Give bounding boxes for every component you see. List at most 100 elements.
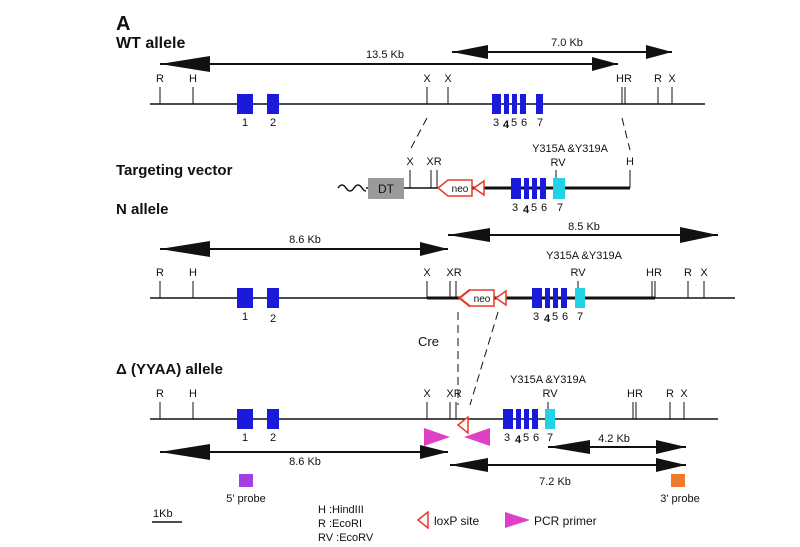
delta-pcr-primer-right [464, 428, 490, 446]
delta-exon-7 [545, 409, 555, 429]
wt-dist-13.5kb: 13.5 Kb [366, 49, 404, 61]
legend-pcr-primer-icon [505, 512, 530, 528]
delta-exon-label: 4 [515, 434, 522, 446]
delta-allele: Δ (YYAA) allele Y315A &Y319A R H X XR RV… [116, 361, 718, 505]
vector-exon-5 [532, 178, 537, 199]
wt-site-HR: HR [616, 73, 632, 85]
delta-exon-1 [237, 409, 253, 429]
n-8.6kb-arrowhead-left [160, 241, 210, 257]
n-8.5kb-arrowhead-left [448, 228, 490, 242]
delta-8.6kb-arrowhead-right [420, 445, 448, 459]
n-allele: N allele 8.6 Kb 8.5 Kb Y315A &Y319A R H … [116, 201, 735, 325]
legend-enzyme-ecori: R :EcoRI [318, 518, 362, 530]
n-neo-box [458, 289, 495, 307]
n-exon-label: 4 [544, 313, 551, 325]
vector-exon-label: 6 [541, 202, 547, 214]
legend-enzyme-ecorv: RV :EcoRV [318, 532, 374, 544]
wt-site-X: X [444, 73, 452, 85]
delta-dist-4.2kb: 4.2 Kb [598, 433, 630, 445]
n-dist-8.6kb: 8.6 Kb [289, 234, 321, 246]
n-exon-2 [267, 288, 279, 308]
wt-site-R: R [654, 73, 662, 85]
n-neo-label: neo [474, 294, 491, 305]
delta-exon-label: 2 [270, 432, 276, 444]
n-8.6kb-arrowhead-right [420, 242, 448, 256]
n-exon-4 [545, 288, 550, 308]
delta-exon-5 [524, 409, 529, 429]
n-exon-label: 1 [242, 311, 248, 323]
vector-loxp-icon [472, 179, 485, 197]
delta-exon-6 [532, 409, 538, 429]
wt-exon-label: 2 [270, 117, 276, 129]
panel-letter: A [116, 13, 130, 35]
n-loxp-icon [494, 289, 507, 307]
cre-label: Cre [418, 334, 439, 349]
delta-site-R: R [156, 388, 164, 400]
delta-loxp-icon [456, 415, 469, 435]
vector-exon-7 [553, 178, 565, 199]
delta-mutation-label: Y315A &Y319A [510, 374, 587, 386]
n-site-XR: XR [446, 267, 461, 279]
n-site-X: X [423, 267, 431, 279]
wt-exon-label: 5 [511, 117, 517, 129]
delta-dist-7.2kb: 7.2 Kb [539, 476, 571, 488]
n-allele-title: N allele [116, 201, 169, 218]
homology-guide-right [621, 117, 631, 151]
n-dist-8.5kb: 8.5 Kb [568, 221, 600, 233]
vector-site-RV: RV [550, 157, 566, 169]
n-exon-5 [553, 288, 558, 308]
n-exon-label: 2 [270, 313, 276, 325]
dt-label: DT [378, 182, 395, 196]
wt-exon-label: 3 [493, 117, 499, 129]
wt-13.5kb-arrowhead-right [592, 57, 618, 71]
legend-loxp-icon [416, 510, 429, 530]
delta-exon-label: 1 [242, 432, 248, 444]
delta-site-H: H [189, 388, 197, 400]
legend-loxp-label: loxP site [434, 514, 479, 528]
delta-7.2kb-arrowhead-right [656, 458, 686, 472]
delta-8.6kb-arrowhead-left [160, 444, 210, 460]
vector-exon-label: 5 [531, 202, 537, 214]
wt-exon-2 [267, 94, 279, 114]
n-mutation-label: Y315A &Y319A [546, 250, 623, 262]
n-exon-label: 6 [562, 311, 568, 323]
delta-4.2kb-arrowhead-left [548, 440, 590, 454]
targeting-vector-title: Targeting vector [116, 162, 233, 179]
probe-5-label: 5' probe [226, 493, 265, 505]
delta-7.2kb-arrowhead-left [450, 458, 488, 472]
vector-exon-3 [511, 178, 521, 199]
delta-site-RV: RV [542, 388, 558, 400]
wt-exon-label: 7 [537, 117, 543, 129]
wt-exon-1 [237, 94, 253, 114]
wt-site-X: X [423, 73, 431, 85]
wt-exon-7 [536, 94, 543, 114]
vector-exon-label: 4 [523, 204, 530, 216]
delta-exon-4 [516, 409, 521, 429]
delta-exon-label: 5 [523, 432, 529, 444]
delta-dist-8.6kb: 8.6 Kb [289, 456, 321, 468]
n-exon-7 [575, 288, 585, 308]
n-site-RV: RV [570, 267, 586, 279]
n-exon-3 [532, 288, 542, 308]
vector-squiggle [337, 184, 367, 192]
wt-exon-label: 6 [521, 117, 527, 129]
scale-bar-label: 1Kb [153, 508, 173, 520]
wt-allele: WT allele 13.5 Kb 7.0 Kb R H X X HR R X [116, 35, 705, 131]
n-exon-label: 5 [552, 311, 558, 323]
n-site-R: R [156, 267, 164, 279]
n-exon-label: 7 [577, 311, 583, 323]
delta-4.2kb-arrowhead-right [656, 440, 686, 454]
wt-exon-label: 4 [503, 119, 510, 131]
cre-guide-right [469, 311, 499, 406]
wt-7.0kb-arrowhead-left [452, 45, 488, 59]
n-8.5kb-arrowhead-right [680, 227, 718, 243]
wt-exon-5 [512, 94, 517, 114]
delta-exon-2 [267, 409, 279, 429]
delta-site-X: X [423, 388, 431, 400]
vector-neo-label: neo [452, 184, 469, 195]
n-site-X: X [700, 267, 708, 279]
legend-enzyme-hindiii: H :HindIII [318, 504, 364, 516]
delta-site-R: R [666, 388, 674, 400]
wt-site-H: H [189, 73, 197, 85]
